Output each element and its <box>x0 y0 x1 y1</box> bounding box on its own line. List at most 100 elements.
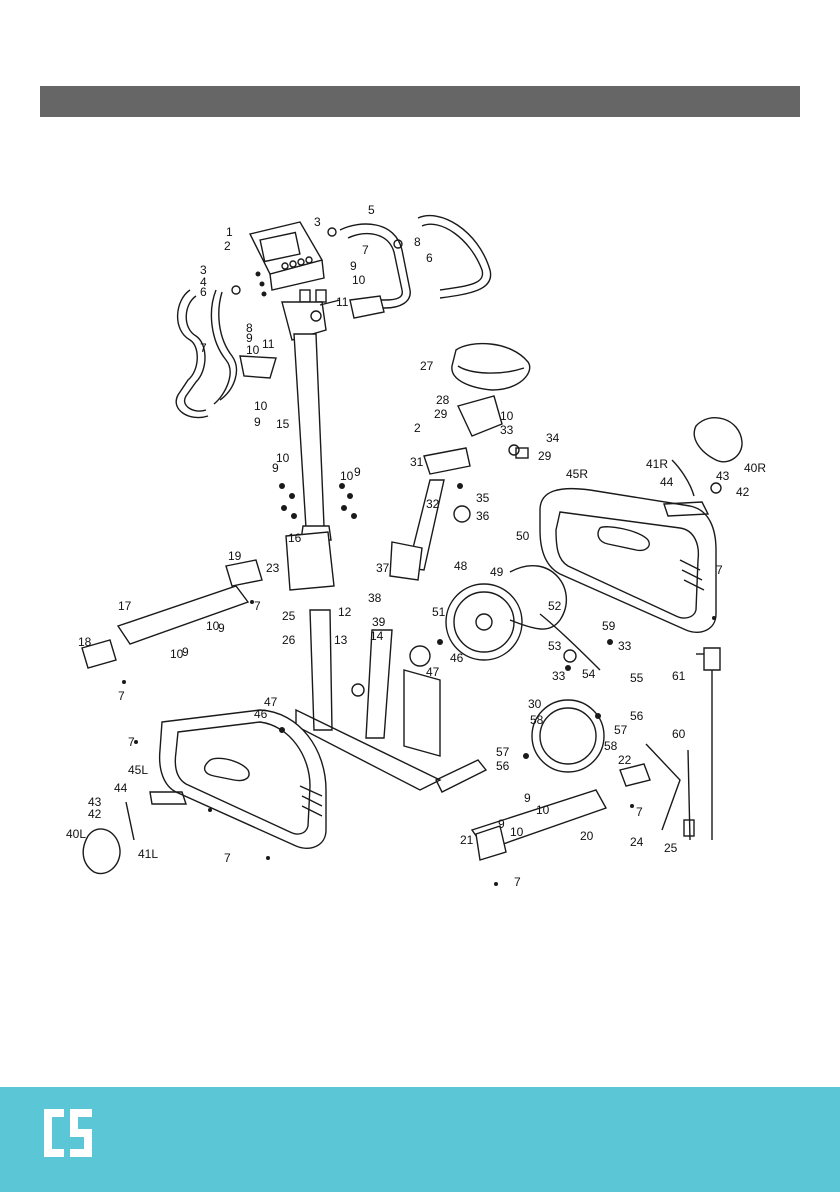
part-label: 41R <box>646 457 668 471</box>
part-label: 30 <box>528 697 542 711</box>
part-label: 56 <box>630 709 644 723</box>
part-label: 40L <box>66 827 86 841</box>
part-label: 58 <box>604 739 618 753</box>
part-label: 11 <box>336 295 349 309</box>
part-label: 20 <box>580 829 594 843</box>
part-label: 10 <box>276 451 290 465</box>
exploded-parts-diagram: 1 2 3 5 6 7 8 9 10 11 3 4 6 8 9 10 11 7 … <box>0 190 840 910</box>
part-label: 10 <box>254 399 268 413</box>
part-label: 50 <box>516 529 530 543</box>
part-label: 25 <box>664 841 678 855</box>
part-label: 6 <box>200 285 207 299</box>
drive-wheel-assembly <box>446 566 604 772</box>
part-label: 33 <box>552 669 566 683</box>
part-label: 40R <box>744 461 766 475</box>
part-label: 53 <box>548 639 562 653</box>
part-label: 7 <box>636 805 643 819</box>
part-label: 7 <box>514 875 521 889</box>
part-label: 42 <box>736 485 750 499</box>
footer-band <box>0 1087 840 1192</box>
part-label: 7 <box>224 851 231 865</box>
part-label: 16 <box>288 531 302 545</box>
part-label: 51 <box>432 605 446 619</box>
part-label: 38 <box>368 591 382 605</box>
section-title-bar <box>40 86 800 117</box>
part-label: 10 <box>352 273 366 287</box>
part-label: 54 <box>582 667 596 681</box>
part-label: 55 <box>630 671 644 685</box>
part-label: 7 <box>128 735 135 749</box>
part-label: 32 <box>426 497 440 511</box>
part-label: 61 <box>672 669 686 683</box>
part-label: 57 <box>496 745 510 759</box>
part-label: 7 <box>362 243 369 257</box>
part-label: 21 <box>460 833 474 847</box>
part-label: 46 <box>254 707 268 721</box>
part-label: 3 <box>314 215 321 229</box>
part-label: 9 <box>254 415 261 429</box>
part-label: 44 <box>114 781 128 795</box>
part-label: 48 <box>454 559 468 573</box>
part-label: 26 <box>282 633 296 647</box>
seat-assembly <box>408 344 530 570</box>
part-label: 2 <box>414 421 421 435</box>
part-label: 18 <box>78 635 92 649</box>
part-label: 59 <box>602 619 616 633</box>
part-label: 8 <box>414 235 421 249</box>
brand-logo-icon <box>40 1105 96 1161</box>
part-label: 2 <box>224 239 231 253</box>
part-label: 31 <box>410 455 424 469</box>
part-label: 10 <box>340 469 354 483</box>
part-label: 35 <box>476 491 490 505</box>
part-label: 12 <box>338 605 352 619</box>
part-label: 19 <box>228 549 242 563</box>
part-label: 58 <box>530 713 544 727</box>
console-assembly <box>250 222 340 540</box>
part-label: 37 <box>376 561 390 575</box>
part-label: 9 <box>350 259 357 273</box>
part-label: 7 <box>716 563 723 577</box>
part-label: 60 <box>672 727 686 741</box>
part-label: 25 <box>282 609 296 623</box>
part-label: 39 <box>372 615 386 629</box>
part-label: 9 <box>354 465 361 479</box>
part-label: 7 <box>254 599 261 613</box>
part-label: 49 <box>490 565 504 579</box>
part-label: 42 <box>88 807 102 821</box>
part-label: 9 <box>498 817 505 831</box>
part-label: 28 <box>436 393 450 407</box>
part-label: 24 <box>630 835 644 849</box>
part-label: 10 <box>536 803 550 817</box>
part-label: 33 <box>618 639 632 653</box>
part-label: 45R <box>566 467 588 481</box>
part-label: 36 <box>476 509 490 523</box>
part-label: 44 <box>660 475 674 489</box>
part-label: 29 <box>538 449 552 463</box>
part-label: 7 <box>200 341 207 355</box>
part-label: 57 <box>614 723 628 737</box>
part-label: 43 <box>716 469 730 483</box>
part-label: 1 <box>226 225 233 239</box>
part-label: 56 <box>496 759 510 773</box>
part-label: 10 <box>510 825 524 839</box>
part-label: 47 <box>426 665 440 679</box>
part-label: 9 <box>218 621 225 635</box>
part-label: 27 <box>420 359 434 373</box>
part-label: 10 <box>246 343 260 357</box>
part-label: 41L <box>138 847 158 861</box>
part-label: 23 <box>266 561 280 575</box>
part-label: 10 <box>500 409 514 423</box>
part-label: 29 <box>434 407 448 421</box>
part-label: 9 <box>524 791 531 805</box>
part-label: 33 <box>500 423 514 437</box>
part-label: 5 <box>368 203 375 217</box>
part-label: 9 <box>182 645 189 659</box>
part-label: 7 <box>118 689 125 703</box>
part-label: 14 <box>370 629 384 643</box>
part-label: 46 <box>450 651 464 665</box>
part-label: 15 <box>276 417 290 431</box>
part-label: 6 <box>426 251 433 265</box>
part-label: 13 <box>334 633 348 647</box>
part-label: 52 <box>548 599 562 613</box>
part-label: 22 <box>618 753 632 767</box>
